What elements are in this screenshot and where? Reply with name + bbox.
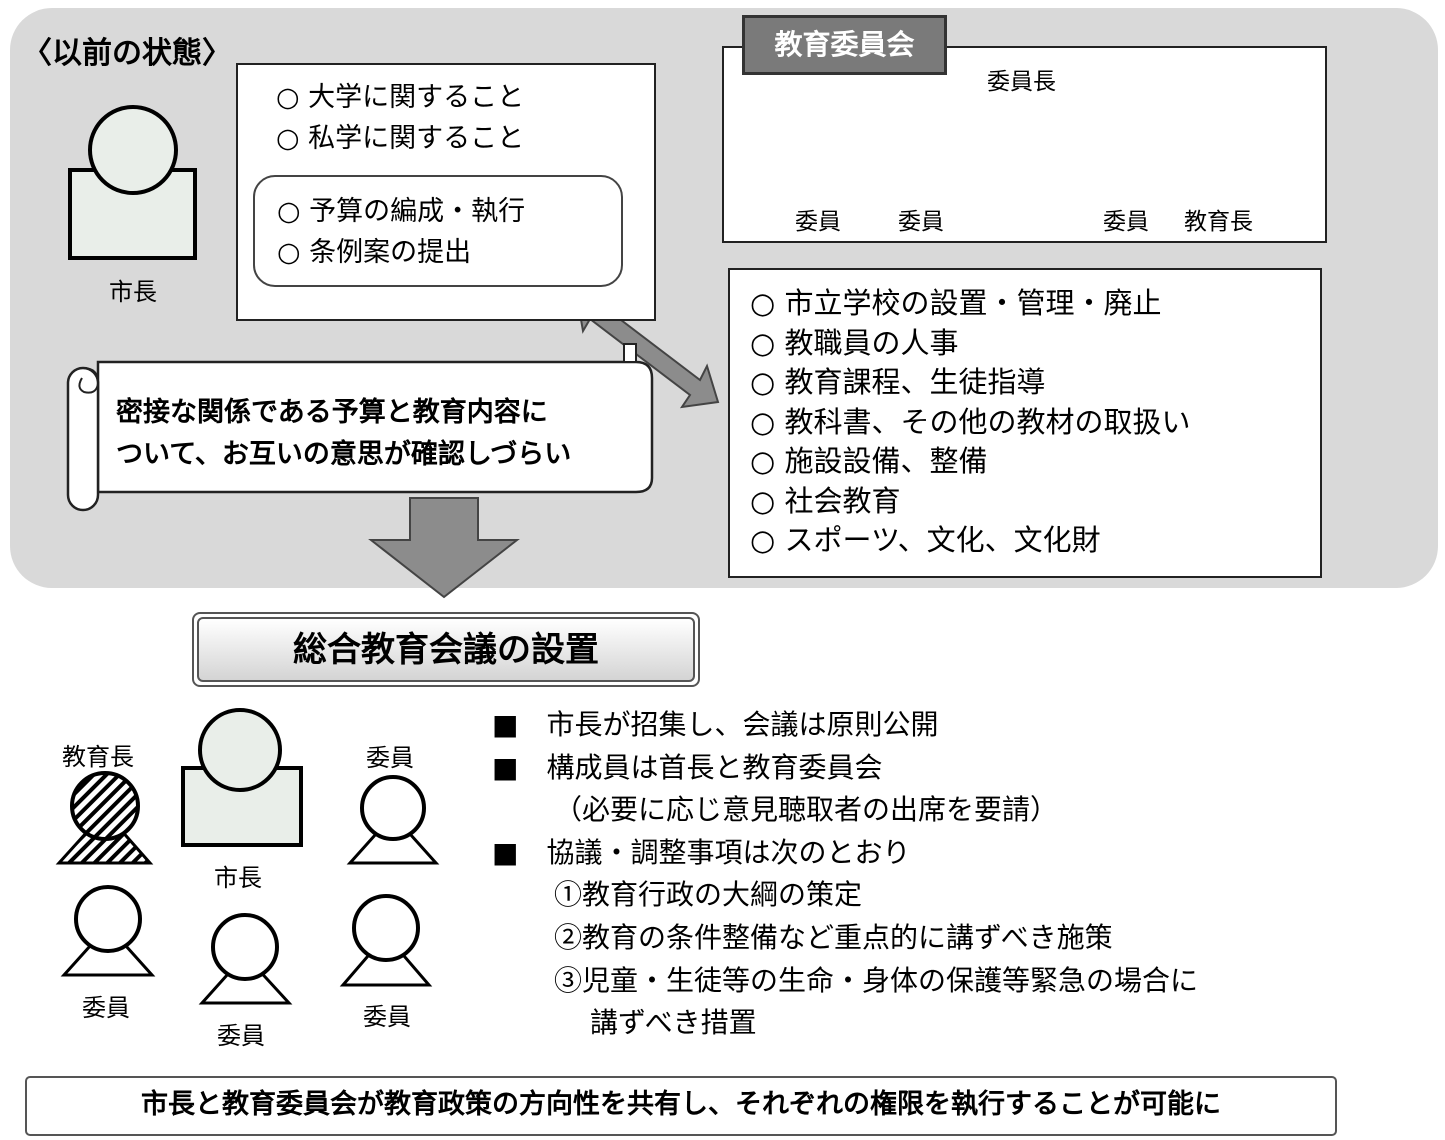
member-label-bottom-mid: 委員	[217, 1022, 265, 1050]
council-point: ■ 協議・調整事項は次のとおり	[492, 835, 911, 869]
board-item: ○ 教育課程、生徒指導	[750, 365, 1046, 399]
mayor-label-before: 市長	[109, 278, 157, 306]
superintendent-figure-after	[55, 771, 154, 865]
board-item: ○ 教科書、その他の教材の取扱い	[750, 404, 1191, 439]
board-item: ○ スポーツ、文化、文化財	[750, 523, 1101, 557]
mayor-item: ○ 大学に関すること	[276, 82, 525, 113]
member-label-top-right: 委員	[366, 744, 414, 772]
mayor-items: ○ 大学に関すること ○ 私学に関すること	[276, 77, 524, 159]
member-label-bottom-left: 委員	[82, 994, 130, 1022]
mayor-budget-item: ○ 条例案の提出	[277, 237, 472, 268]
superintendent-label-after: 教育長	[62, 743, 134, 771]
conclusion-text: 市長と教育委員会が教育政策の方向性を共有し、それぞれの権限を執行することが可能に	[141, 1089, 1221, 1120]
board-item: ○ 教職員の人事	[750, 325, 959, 360]
board-member-label: 委員	[1103, 209, 1149, 235]
board-item: ○ 社会教育	[750, 483, 901, 518]
council-subpoint: ①教育行政の大綱の策定	[554, 878, 863, 912]
council-points: ■ 市長が招集し、会議は原則公開 ■ 構成員は首長と教育委員会 （必要に応じ意見…	[492, 704, 1198, 1045]
council-subpoint: ②教育の条件整備など重点的に講ずべき施策	[554, 920, 1113, 954]
after-title-inner: 総合教育会議の設置	[197, 617, 695, 682]
member-label-bottom-right: 委員	[363, 1003, 411, 1031]
board-item: ○ 市立学校の設置・管理・廃止	[750, 286, 1162, 320]
council-subpoint: ③児童・生徒等の生命・身体の保護等緊急の場合に	[554, 963, 1199, 997]
board-responsibilities-box: ○ 市立学校の設置・管理・廃止 ○ 教職員の人事 ○ 教育課程、生徒指導 ○ 教…	[728, 268, 1322, 578]
after-title: 総合教育会議の設置	[293, 630, 599, 670]
council-point: ■ 構成員は首長と教育委員会	[492, 750, 883, 784]
board-member-label: 委員	[898, 209, 944, 235]
member-figure-top-right	[346, 775, 440, 865]
member-figure-bottom-mid	[198, 913, 293, 1005]
mayor-budget-box: ○ 予算の編成・執行 ○ 条例案の提出	[253, 175, 623, 287]
mayor-item: ○ 私学に関すること	[276, 123, 525, 154]
member-figure-bottom-right	[339, 894, 433, 987]
scroll-callout	[66, 343, 654, 512]
board-item: ○ 施設設備、整備	[750, 444, 988, 478]
scroll-callout-line: 密接な関係である予算と教育内容に	[116, 397, 548, 428]
council-point: ■ 市長が招集し、会議は原則公開	[492, 708, 939, 741]
mayor-figure-after	[181, 708, 303, 847]
mayor-responsibilities-box: ○ 大学に関すること ○ 私学に関すること ○ 予算の編成・執行 ○ 条例案の提…	[236, 63, 656, 321]
scroll-callout-text: 密接な関係である予算と教育内容に ついて、お互いの意思が確認しづらい	[116, 392, 571, 476]
board-of-education-title: 教育委員会	[742, 15, 947, 75]
board-of-education-box	[722, 46, 1327, 243]
after-title-box: 総合教育会議の設置	[192, 612, 700, 687]
conclusion-box: 市長と教育委員会が教育政策の方向性を共有し、それぞれの権限を執行することが可能に	[25, 1076, 1337, 1136]
board-member-label: 委員	[795, 209, 841, 235]
council-subpoint: 講ずべき措置	[590, 1006, 757, 1040]
board-chair-label: 委員長	[987, 69, 1056, 95]
down-arrow	[368, 497, 520, 599]
mayor-budget-item: ○ 予算の編成・執行	[277, 196, 526, 227]
mayor-figure-before	[68, 105, 197, 260]
mayor-label-after: 市長	[214, 864, 262, 892]
member-figure-bottom-left	[60, 885, 156, 977]
board-superintendent-label: 教育長	[1184, 209, 1253, 235]
scroll-callout-line: ついて、お互いの意思が確認しづらい	[116, 439, 572, 470]
before-section-title: 〈以前の状態〉	[22, 36, 232, 71]
council-point-note: （必要に応じ意見聴取者の出席を要請）	[554, 793, 1059, 827]
